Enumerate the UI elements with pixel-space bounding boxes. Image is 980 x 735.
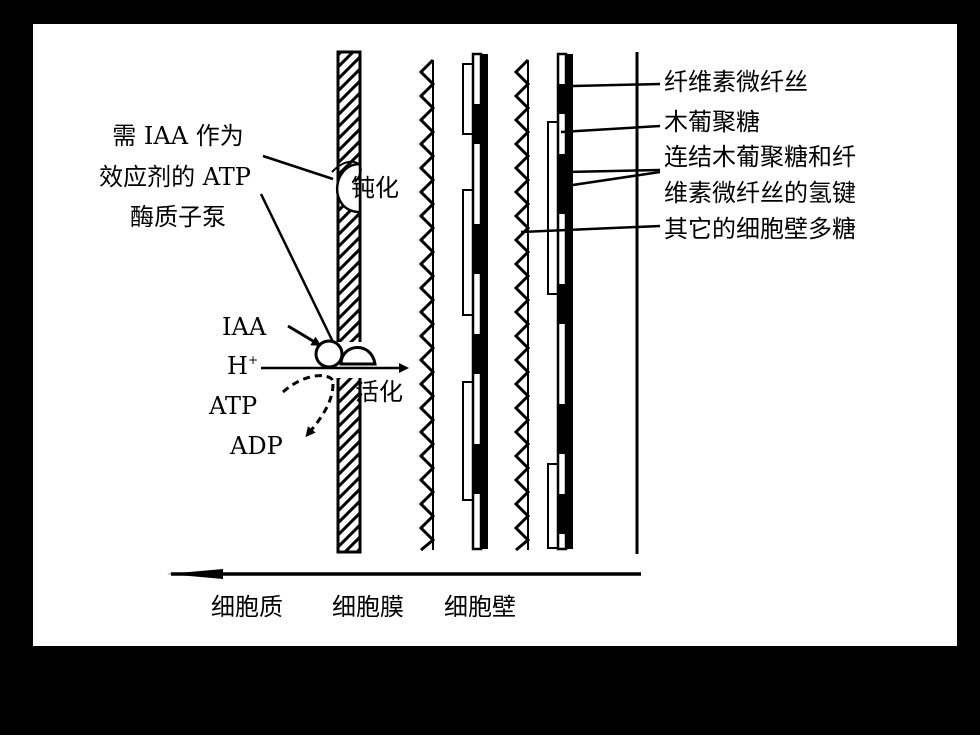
pump-label-line1: 需 IAA 作为 [112, 122, 244, 150]
wall-layer-2 [513, 52, 573, 552]
wall-layer-1 [418, 52, 488, 552]
bottom-axis-head [167, 569, 223, 579]
cellulose-label: 纤维素微纤丝 [664, 68, 808, 96]
xyloglucan-label: 木葡聚糖 [664, 108, 760, 136]
pump-leader-top [262, 154, 334, 181]
iaa-label: IAA [222, 313, 267, 341]
hbond-label-line1: 连结木葡聚糖和纤 [664, 143, 856, 171]
membrane-label: 细胞膜 [332, 593, 404, 621]
plasma-membrane [335, 50, 362, 554]
inactive-pump [331, 160, 362, 183]
adp-label: ADP [230, 432, 283, 460]
cytoplasm-label: 细胞质 [211, 593, 283, 621]
proton-symbol: H [227, 352, 248, 380]
inactive-state-label: 钝化 [351, 174, 399, 202]
iaa-arrow [287, 324, 322, 347]
pump-label-line3: 酶质子泵 [130, 203, 226, 231]
slide: 需 IAA 作为 效应剂的 ATP 酶质子泵 钝化 活化 IAA H+ ATP … [33, 24, 957, 646]
proton-charge: + [247, 353, 258, 367]
atp-adp-arrow [282, 374, 335, 434]
pump-leader-bottom [259, 193, 335, 343]
hbond-label-line2: 维素微纤丝的氢键 [664, 179, 856, 207]
wall-label: 细胞壁 [444, 593, 516, 621]
active-state-label: 活化 [355, 378, 403, 406]
other-polysaccharides-label: 其它的细胞壁多糖 [664, 215, 856, 243]
pump-label-line2: 效应剂的 ATP [99, 163, 251, 191]
atp-label: ATP [209, 392, 258, 420]
right-leaders [520, 82, 661, 234]
cell-wall-diagram [167, 50, 661, 579]
active-pump [314, 339, 377, 369]
proton-label: H+ [227, 354, 258, 378]
